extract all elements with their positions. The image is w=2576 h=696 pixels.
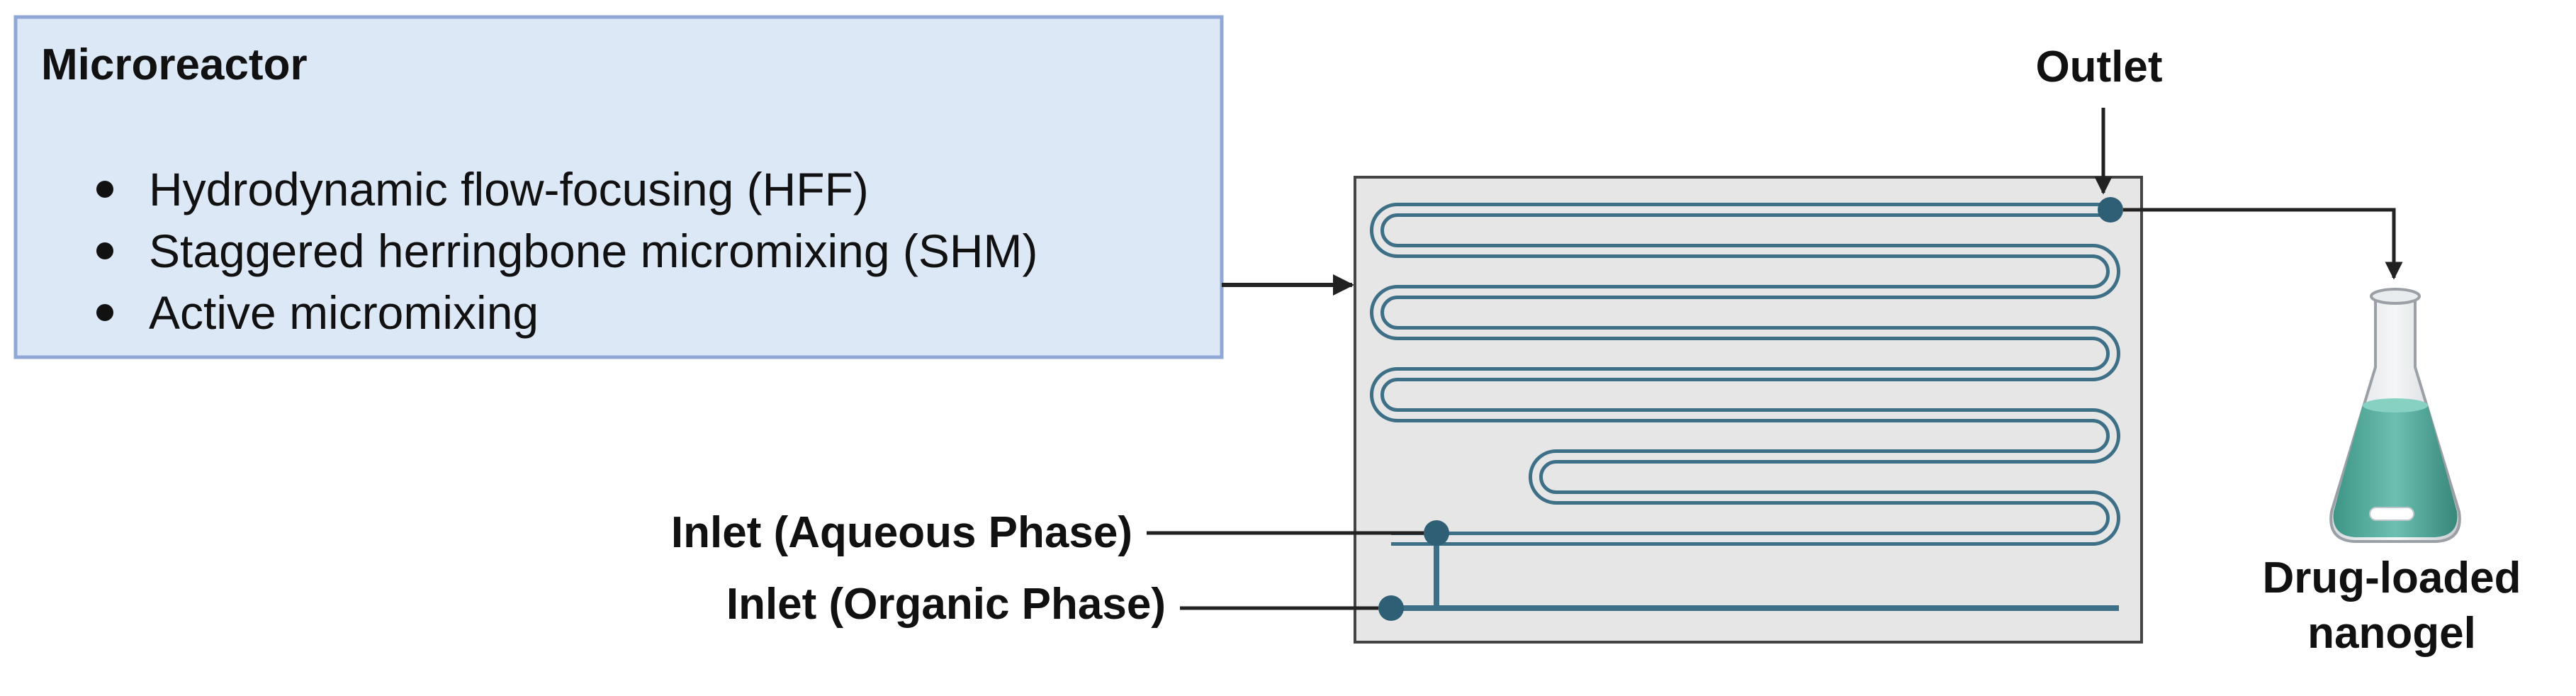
product-label-line1: Drug-loaded	[2262, 554, 2521, 602]
method-item-shm: Staggered herringbone micromixing (SHM)	[149, 225, 1038, 277]
outlet-label: Outlet	[2035, 43, 2162, 91]
bullet-dot	[96, 181, 113, 198]
outlet-to-flask-arrow	[2123, 208, 2403, 280]
organic-inlet-port	[1378, 595, 1404, 621]
outlet-port	[2098, 197, 2123, 223]
bullet-dot	[96, 304, 113, 321]
flask-liquid	[2333, 405, 2458, 537]
inlet-aqueous-label: Inlet (Aqueous Phase)	[671, 508, 1132, 557]
method-item-active: Active micromixing	[149, 286, 539, 339]
flask-icon	[2329, 288, 2461, 543]
stir-bar-icon	[2369, 507, 2414, 521]
method-list: Hydrodynamic flow-focusing (HFF) Stagger…	[96, 163, 1038, 339]
microfluidic-chip	[1354, 176, 2143, 644]
product-label-line2: nanogel	[2307, 609, 2476, 658]
serpentine-channel-core	[1373, 206, 2117, 542]
inlet-organic-label: Inlet (Organic Phase)	[726, 580, 1166, 629]
microreactor-title: Microreactor	[41, 40, 308, 89]
flask-liquid-surface	[2363, 398, 2428, 412]
microreactor-info-box: Microreactor Hydrodynamic flow-focusing …	[13, 15, 1224, 359]
method-item-hff: Hydrodynamic flow-focusing (HFF)	[149, 163, 869, 215]
bullet-dot	[96, 242, 113, 259]
aqueous-inlet-port	[1424, 520, 1449, 546]
flask-rim	[2370, 288, 2421, 305]
